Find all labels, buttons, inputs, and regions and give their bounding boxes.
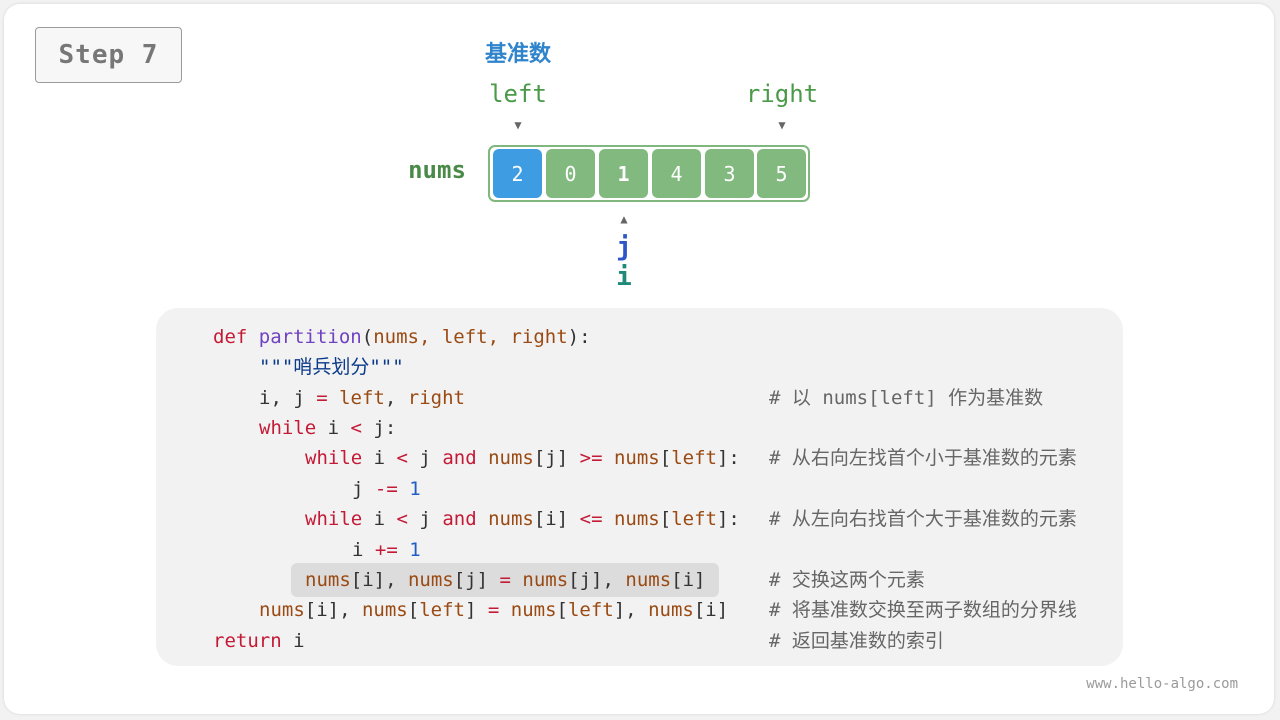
code-comment: # 以 nums[left] 作为基准数: [769, 387, 1044, 409]
array-cell: 3: [705, 149, 754, 198]
right-pointer-label: right: [745, 80, 819, 108]
j-pointer-label: j: [616, 232, 632, 262]
step-badge: Step 7: [35, 27, 182, 83]
code-comment: # 交换这两个元素: [769, 569, 925, 591]
code-line-5: while i < j and nums[j] >= nums[left]:: [305, 447, 740, 469]
code-comment: # 将基准数交换至两子数组的分界线: [769, 599, 1077, 621]
array-cell: 5: [757, 149, 806, 198]
code-line-4: while i < j:: [259, 417, 397, 439]
array-cell: 0: [546, 149, 595, 198]
code-line-3: i, j = left, right: [259, 387, 465, 409]
left-pointer-label: left: [489, 80, 547, 108]
pointer-up-arrow-icon: ▲: [620, 212, 628, 226]
code-line-7: while i < j and nums[i] <= nums[left]:: [305, 508, 740, 530]
highlighted-line: [291, 563, 719, 597]
code-line-11: return i: [213, 630, 305, 652]
array-cell: 4: [652, 149, 701, 198]
right-arrow-icon: ▼: [778, 118, 786, 132]
code-comment: # 从左向右找首个大于基准数的元素: [769, 508, 1077, 530]
code-line-9: nums[i], nums[j] = nums[j], nums[i]: [305, 569, 706, 591]
code-line-6: j -= 1: [352, 478, 421, 500]
array-cell: 2: [493, 149, 542, 198]
i-pointer-label: i: [616, 262, 632, 292]
footer-watermark: www.hello-algo.com: [1086, 676, 1238, 692]
code-line-1: def partition(nums, left, right):: [213, 326, 591, 348]
code-line-10: nums[i], nums[left] = nums[left], nums[i…: [259, 599, 729, 621]
pivot-label: 基准数: [484, 42, 551, 67]
code-comment: # 从右向左找首个小于基准数的元素: [769, 447, 1077, 469]
left-arrow-icon: ▼: [514, 118, 522, 132]
code-comment: # 返回基准数的索引: [769, 630, 944, 652]
array-cell: 1: [599, 149, 648, 198]
code-block: [156, 308, 1123, 666]
code-line-8: i += 1: [352, 539, 421, 561]
array-label: nums: [408, 156, 466, 184]
code-line-2: """哨兵划分""": [259, 356, 404, 378]
